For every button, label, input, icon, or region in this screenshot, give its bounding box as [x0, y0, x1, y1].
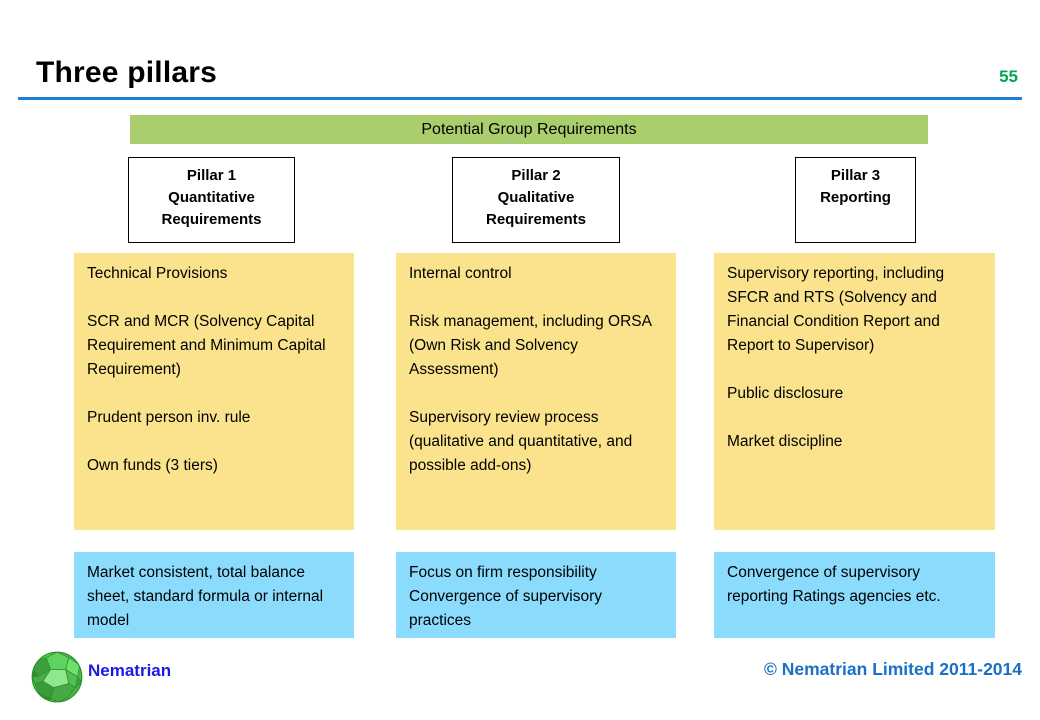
footer-brand-label: Nematrian	[88, 661, 172, 680]
pillar-1-subtitle-line-2: Requirements	[161, 210, 262, 228]
pillar-2-summary-panel: Focus on firm responsibility Convergence…	[396, 552, 676, 638]
footer-copyright: © Nematrian Limited 2011-2014	[763, 659, 1022, 679]
pillar-2-subtitle-line-1: Qualitative	[497, 188, 575, 206]
pillar-1-summary-panel: Market consistent, total balance sheet, …	[74, 552, 354, 638]
pillar-1-subtitle-line-1: Quantitative	[168, 188, 255, 206]
pillar-header-box-2: Pillar 2 Qualitative Requirements	[452, 157, 620, 243]
group-requirements-banner-label: Potential Group Requirements	[421, 120, 637, 138]
page-title: Three pillars	[36, 56, 218, 89]
pillar-header-box-3: Pillar 3 Reporting	[795, 157, 916, 243]
title-divider-rule	[18, 97, 1022, 100]
page-number: 55	[999, 67, 1018, 86]
pillar-3-subtitle-line-1: Reporting	[820, 188, 891, 206]
pillar-1-detail-panel: Technical Provisions SCR and MCR (Solven…	[74, 253, 354, 530]
pillar-1-title: Pillar 1	[186, 167, 237, 184]
pillar-3-detail-panel: Supervisory reporting, including SFCR an…	[714, 253, 995, 530]
pillar-2-subtitle-line-2: Requirements	[485, 210, 587, 228]
pillar-header-box-1: Pillar 1 Quantitative Requirements	[128, 157, 295, 243]
pillar-3-summary-panel: Convergence of supervisory reporting Rat…	[714, 552, 995, 638]
pillar-3-title: Pillar 3	[830, 167, 881, 184]
pillar-2-title: Pillar 2	[511, 167, 561, 184]
polyhedron-sphere-logo-icon	[31, 651, 83, 703]
group-requirements-banner: Potential Group Requirements	[130, 115, 928, 144]
pillar-2-detail-panel: Internal control Risk management, includ…	[396, 253, 676, 530]
